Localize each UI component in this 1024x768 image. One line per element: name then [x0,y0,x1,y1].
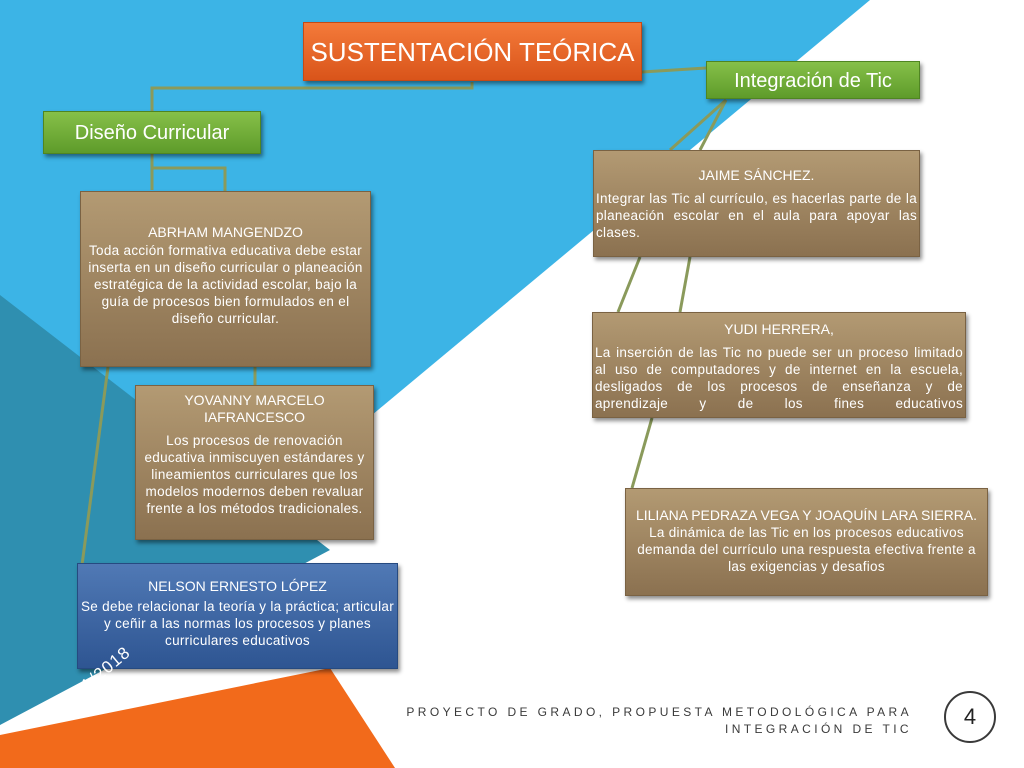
curricular-branch-label: Diseño Curricular [74,122,230,144]
curricular-branch-box: Diseño Curricular [43,111,261,154]
author-name: YOVANNY MARCELO IAFRANCESCO [184,392,325,425]
page-number: 4 [944,691,996,743]
author-name: LILIANA PEDRAZA VEGA Y JOAQUÍN LARA SIER… [635,507,978,523]
author-box-jaime: JAIME SÁNCHEZ. Integrar las Tic al currí… [593,150,920,257]
author-box-nelson: NELSON ERNESTO LÓPEZ Se debe relacionar … [77,563,398,669]
author-quote: La inserción de las Tic no puede ser un … [595,345,963,411]
author-box-yovanny: YOVANNY MARCELO IAFRANCESCO Los procesos… [135,385,374,540]
author-box-liliana: LILIANA PEDRAZA VEGA Y JOAQUÍN LARA SIER… [625,488,988,596]
author-quote: Integrar las Tic al currículo, es hacerl… [596,191,917,240]
tic-branch-box: Integración de Tic [706,61,920,99]
slide-title: SUSTENTACIÓN TEÓRICA [310,37,635,67]
author-box-abrham: ABRHAM MANGENDZO Toda acción formativa e… [80,191,371,367]
author-name: JAIME SÁNCHEZ. [698,167,815,183]
author-name: ABRHAM MANGENDZO [148,224,303,240]
footer-project-title: PROYECTO DE GRADO, PROPUESTA METODOLÓGIC… [406,705,912,736]
tic-branch-label: Integración de Tic [734,70,892,92]
orange-background-shape [0,668,395,768]
author-quote: La dinámica de las Tic en los procesos e… [637,525,976,574]
author-quote: Toda acción formativa educativa debe est… [88,243,363,326]
author-quote: Los procesos de renovación educativa inm… [144,433,365,516]
author-name: YUDI HERRERA, [724,321,834,337]
author-name: NELSON ERNESTO LÓPEZ [148,578,327,594]
title-box: SUSTENTACIÓN TEÓRICA [303,22,642,81]
author-quote: Se debe relacionar la teoría y la prácti… [80,599,395,648]
author-box-yudi: YUDI HERRERA, La inserción de las Tic no… [592,312,966,418]
